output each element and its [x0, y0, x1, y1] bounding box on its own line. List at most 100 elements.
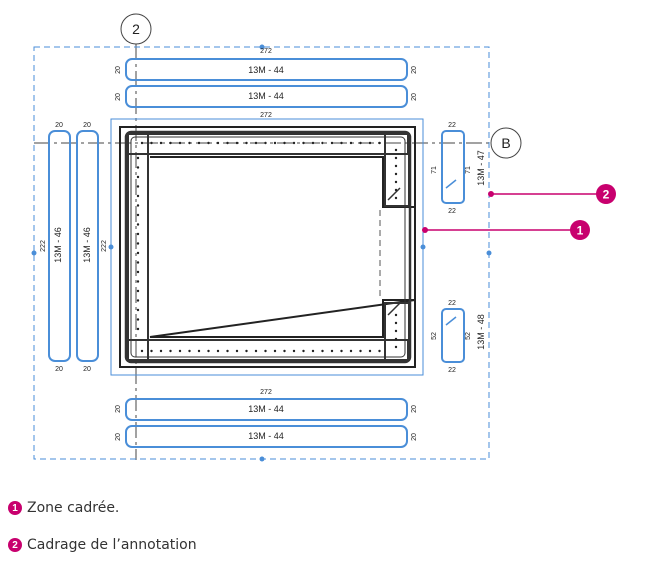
grid-label-b: B — [501, 135, 510, 151]
rebar-dot — [207, 141, 210, 145]
stirrup-inner — [130, 136, 406, 358]
rebar-dot — [394, 148, 398, 152]
rebar-dot — [394, 345, 398, 349]
legend-item-2: 2 Cadrage de l’annotation — [8, 537, 197, 553]
stirrup-corner-bottom — [384, 302, 410, 361]
callout-2-anchor — [488, 191, 494, 197]
rebar-dot — [159, 349, 163, 353]
bar-label-left-1: 13M - 46 — [53, 227, 63, 263]
rebar-dot — [178, 349, 182, 353]
rebar-dot — [394, 164, 398, 168]
rebar-dot — [136, 232, 140, 236]
rebar-dot — [235, 349, 239, 353]
rebar-dot — [321, 349, 324, 353]
rebar-dot — [264, 141, 267, 145]
bar-detail-top-2 — [125, 85, 408, 108]
bar-detail-right-upper — [441, 130, 465, 204]
legend-item-1: 1 Zone cadrée. — [8, 500, 119, 516]
dim-small: 20 — [55, 366, 63, 373]
annotation-crop-boundary — [33, 46, 490, 460]
bar-detail-left-1 — [48, 130, 71, 362]
crop-grip-inner-left — [108, 244, 114, 250]
rebar-dot — [136, 327, 140, 331]
rebar-dot — [394, 180, 398, 184]
bar-detail-top-1 — [125, 58, 408, 81]
rebar-dot — [136, 289, 140, 293]
dim-small22: 22 — [448, 367, 456, 374]
dim-small: 20 — [411, 66, 418, 74]
rebar-dot — [368, 349, 372, 353]
crop-grip-top — [259, 44, 265, 50]
rebar-dot — [292, 141, 296, 145]
rebar-dot — [311, 141, 315, 145]
bar-label-top-2: 13M - 44 — [248, 91, 284, 101]
stirrup-corner-top — [384, 133, 410, 207]
dim-small: 20 — [411, 433, 418, 441]
rebar-dot — [302, 141, 305, 145]
callout-2-badge — [596, 184, 616, 204]
rebar-dot — [273, 349, 277, 353]
bar-detail-left-2 — [76, 130, 99, 362]
rebar-dot — [178, 141, 182, 145]
rebar-dot — [359, 349, 362, 353]
rebar-dot — [330, 141, 334, 145]
rebar-dot — [254, 141, 258, 145]
dim-small: 20 — [411, 93, 418, 101]
rebar-dot — [394, 188, 398, 192]
dim-small: 20 — [83, 122, 91, 129]
dim-bottom: 272 — [260, 389, 272, 396]
rebar-dot — [188, 141, 191, 145]
rebar-dot — [169, 349, 172, 353]
rebar-dot — [197, 141, 201, 145]
rebar-dot — [136, 175, 140, 179]
dim-small22: 22 — [448, 122, 456, 129]
rebar-dot — [216, 141, 220, 145]
rebar-dot — [273, 141, 277, 145]
rebar-dot — [245, 141, 248, 145]
rebar-dot — [394, 321, 398, 325]
longitudinal-bars — [136, 141, 398, 353]
dim-small: 20 — [411, 405, 418, 413]
rebar-dot — [140, 349, 144, 353]
rebar-dot — [394, 196, 398, 200]
rebar-dot — [150, 141, 153, 145]
dim-small22: 22 — [448, 300, 456, 307]
rebar-dot — [197, 349, 201, 353]
bar-label-left-2: 13M - 46 — [82, 227, 92, 263]
dim-small: 20 — [115, 93, 122, 101]
hook-1 — [387, 187, 401, 201]
rebar-dot — [330, 349, 334, 353]
dim-52: 52 — [465, 332, 472, 340]
rebar-dot — [235, 141, 239, 145]
dim-top-inner: 272 — [260, 112, 272, 119]
dim-52: 52 — [431, 332, 438, 340]
rebar-dot — [188, 349, 191, 353]
rebar-dot — [264, 349, 267, 353]
bar-label-bottom-1: 13M - 44 — [248, 404, 284, 414]
rebar-dot — [216, 349, 220, 353]
hook-detail-2 — [445, 316, 457, 326]
dim-small22: 22 — [448, 208, 456, 215]
bar-label-bottom-2: 13M - 44 — [248, 431, 284, 441]
callout-1-badge — [570, 220, 590, 240]
rebar-dot — [136, 166, 140, 169]
rebar-dot — [311, 349, 315, 353]
rebar-dot — [136, 280, 140, 283]
callout-1-anchor — [422, 227, 428, 233]
rebar-dot — [136, 308, 140, 312]
rebar-dot — [207, 349, 210, 353]
dim-small: 20 — [83, 366, 91, 373]
stirrup-outer — [124, 130, 412, 364]
dim-71: 71 — [465, 166, 472, 174]
rebar-dot — [226, 349, 229, 353]
legend-badge-2: 2 — [8, 538, 22, 552]
rebar-dot — [140, 141, 144, 145]
rebar-dot — [136, 204, 140, 207]
callout-2-number: 2 — [603, 188, 610, 202]
bar-detail-bottom-1 — [125, 398, 408, 421]
rebar-dot — [150, 349, 153, 353]
crop-grip-bottom — [259, 456, 265, 462]
dim-small: 20 — [115, 433, 122, 441]
rebar-dot — [349, 349, 353, 353]
hook-detail-1 — [445, 179, 457, 189]
